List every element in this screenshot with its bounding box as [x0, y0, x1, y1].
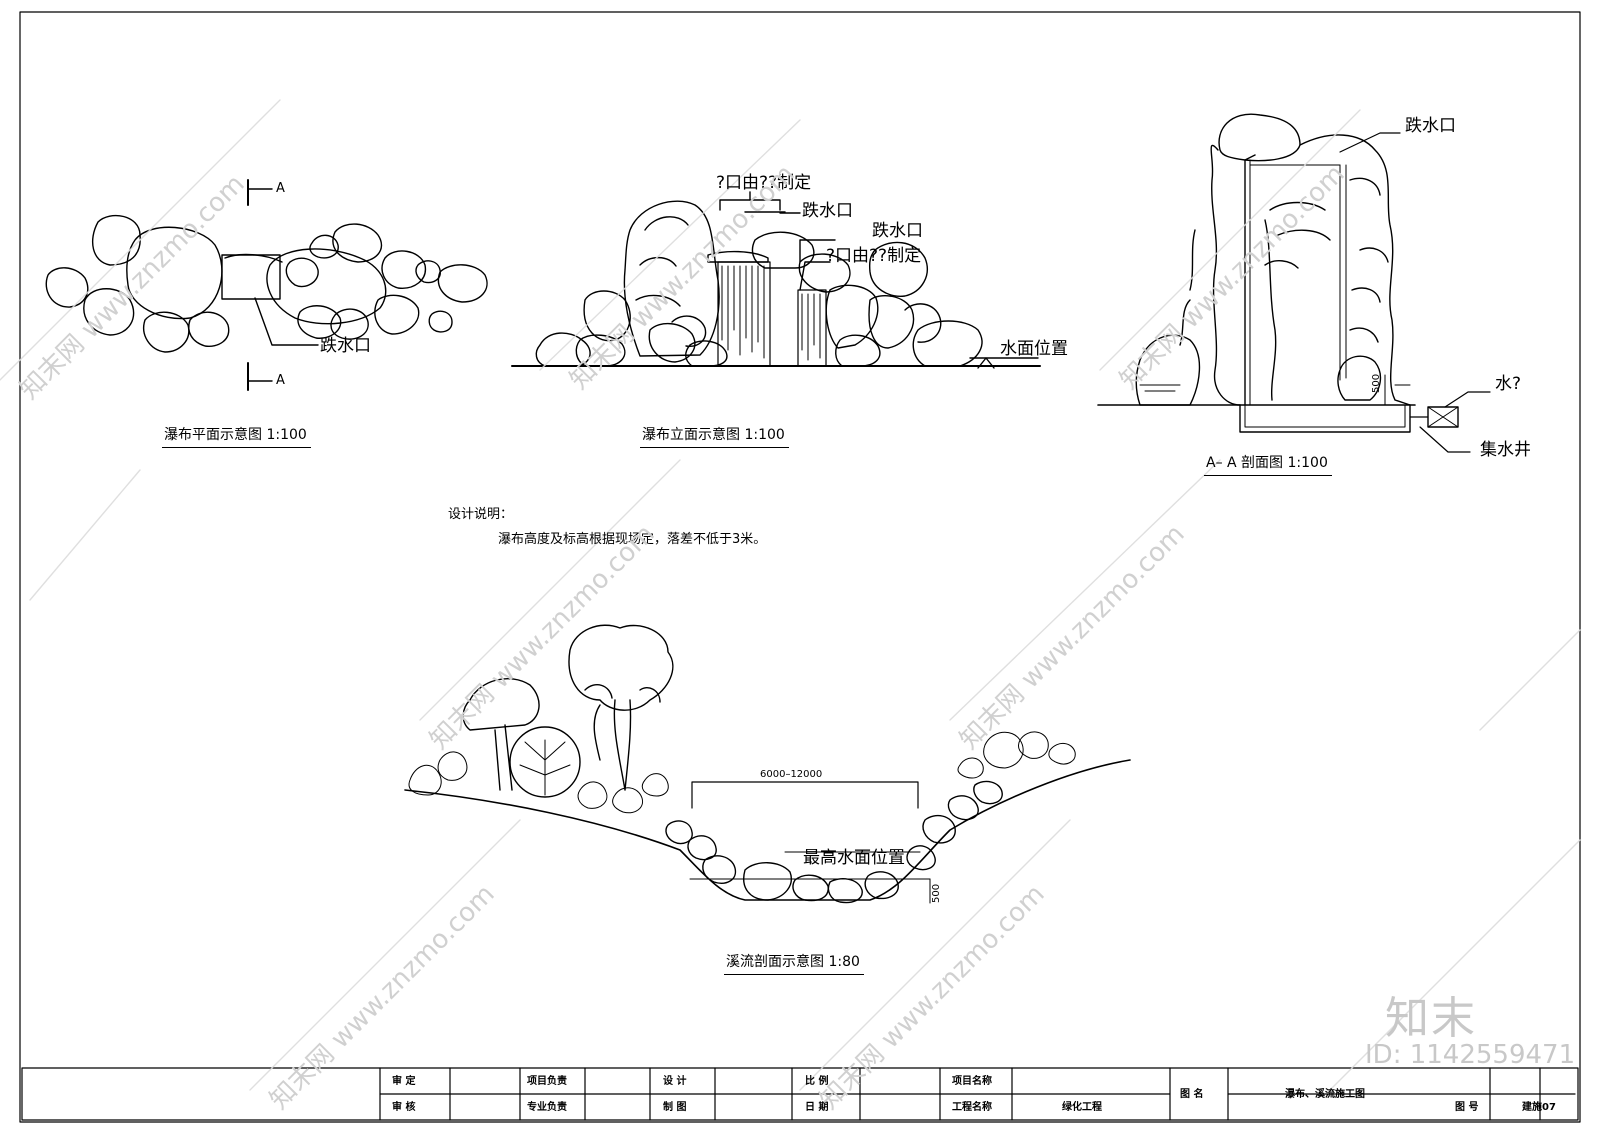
tb-project-lead: 项目负责	[527, 1076, 567, 1087]
tb-engineering-name-value: 绿化工程	[1062, 1102, 1102, 1113]
elevation-view-drawing	[511, 191, 1041, 369]
title-block-frame	[21, 1067, 1579, 1121]
section-mark-a-bottom: A	[276, 373, 285, 388]
max-water-level-label: 最高水面位置	[803, 848, 905, 868]
section-mark-a-top: A	[276, 181, 285, 196]
watermark-brand-logo: 知末	[1385, 993, 1477, 1044]
elevation-outlet-label-1: 跌水口	[802, 201, 853, 221]
collection-well-label: 集水井	[1480, 440, 1531, 460]
stream-section-caption: 溪流剖面示意图 1:80	[724, 954, 864, 975]
section-view-caption: A– A 剖面图 1:100	[1204, 455, 1332, 476]
stream-section-drawing	[404, 624, 1131, 904]
tb-approve: 审 定	[392, 1076, 416, 1087]
tb-review: 审 核	[392, 1102, 416, 1113]
plan-view-caption: 瀑布平面示意图 1:100	[162, 427, 311, 448]
design-notes-body: 瀑布高度及标高根据现场定，落差不低于3米。	[498, 532, 767, 547]
tb-project-name-label: 项目名称	[952, 1076, 992, 1087]
tb-drawing-name-value: 瀑布、溪流施工图	[1285, 1089, 1365, 1100]
tb-design: 设 计	[663, 1076, 687, 1087]
section-view-drawing	[1097, 113, 1491, 453]
plan-outlet-label: 跌水口	[320, 336, 371, 356]
plan-view-drawing	[45, 179, 488, 391]
elevation-spec-label-2: ?口由??制定	[826, 246, 922, 266]
section-outlet-label: 跌水口	[1405, 116, 1456, 136]
section-dim-500: 500	[1371, 373, 1382, 393]
pump-label: 水?	[1495, 374, 1522, 394]
elevation-outlet-label-2: 跌水口	[872, 221, 923, 241]
watermark-pattern	[0, 99, 1581, 1091]
water-level-label: 水面位置	[1000, 339, 1068, 359]
watermark-id: ID: 1142559471	[1365, 1040, 1576, 1070]
tb-draw: 制 图	[663, 1102, 687, 1113]
design-notes-heading: 设计说明：	[448, 507, 514, 522]
tb-drawing-no-label: 图 号	[1455, 1102, 1479, 1113]
tb-drawing-name-label: 图 名	[1180, 1089, 1204, 1100]
tb-discipline-lead: 专业负责	[527, 1102, 567, 1113]
tb-scale: 比 例	[805, 1076, 829, 1087]
elevation-view-caption: 瀑布立面示意图 1:100	[640, 427, 789, 448]
tb-engineering-name-label: 工程名称	[952, 1102, 992, 1113]
tb-date: 日 期	[805, 1102, 829, 1113]
tb-drawing-no-value: 建施07	[1522, 1102, 1556, 1113]
sheet-border	[19, 11, 1581, 1123]
elevation-spec-label-1: ?口由??制定	[716, 173, 812, 193]
stream-depth-dim: 500	[931, 883, 942, 903]
stream-width-dim: 6000–12000	[760, 769, 823, 780]
